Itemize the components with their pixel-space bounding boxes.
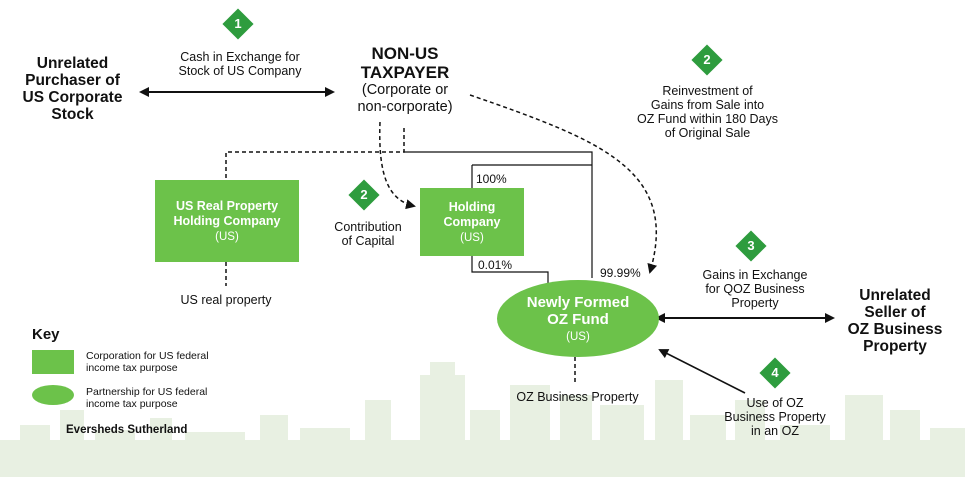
step-3-badge: 3 [735, 230, 767, 262]
taxpayer-subtitle: non-corporate) [357, 99, 453, 115]
cash-exchange-label: Cash in Exchange for Stock of US Company [160, 50, 320, 78]
us-real-property-holding-company: US Real Property Holding Company (US) [155, 180, 299, 262]
use-of-oz-arrow [658, 349, 746, 394]
box-subtitle: (US) [215, 230, 239, 243]
taxpayer-title: TAXPAYER [360, 63, 450, 82]
step-1-badge: 1 [222, 8, 254, 40]
label-line: Use of OZ [746, 396, 804, 410]
taxpayer-title: NON-US [371, 44, 439, 63]
oz-business-property-label: OZ Business Property [516, 390, 639, 404]
label-line: Stock of US Company [178, 64, 302, 78]
contribution-arrow [379, 121, 416, 210]
reinvestment-label: Reinvestment of Gains from Sale into OZ … [615, 84, 800, 140]
non-us-taxpayer: NON-US TAXPAYER (Corporate or non-corpor… [330, 44, 480, 116]
newly-formed-oz-fund: Newly Formed OZ Fund (US) [497, 280, 659, 357]
unrelated-seller: Unrelated Seller of OZ Business Property [830, 287, 960, 355]
key-partnership-swatch [32, 385, 74, 405]
key-line: Corporation for US federal [86, 350, 209, 362]
step-2-contribution-badge: 2 [348, 179, 380, 211]
label-line: in an OZ [751, 424, 799, 438]
label-line: Property [731, 296, 779, 310]
fund-subtitle: (US) [566, 330, 590, 343]
holding-company: Holding Company (US) [420, 188, 524, 256]
box-title: Holding Company [173, 213, 281, 228]
step-number: 2 [703, 52, 711, 67]
key-line: income tax purpose [86, 362, 178, 374]
contribution-label: Contribution of Capital [318, 220, 418, 248]
box-subtitle: (US) [460, 231, 484, 244]
box-title: US Real Property [175, 198, 279, 213]
purchaser-line: Purchaser of [25, 72, 120, 89]
label-line: Gains in Exchange [702, 268, 808, 282]
step-number: 3 [747, 238, 755, 253]
seller-line: Seller of [864, 304, 926, 321]
label-line: Cash in Exchange for [180, 50, 300, 64]
step-number: 4 [771, 365, 779, 380]
seller-line: Unrelated [859, 287, 931, 304]
label-line: OZ Fund within 180 Days [636, 112, 779, 126]
box-title: Company [443, 214, 501, 229]
brand-name: Eversheds Sutherland [66, 424, 188, 436]
seller-line: Property [863, 338, 927, 355]
fund-title: Newly Formed [526, 293, 630, 311]
key-corporation-label: Corporation for US federal income tax pu… [86, 350, 246, 374]
ownership-001-label: 0.01% [478, 258, 513, 272]
label-line: Gains from Sale into [650, 98, 765, 112]
us-real-property-label: US real property [180, 293, 272, 307]
key-corporation-swatch [32, 350, 74, 374]
unrelated-purchaser: Unrelated Purchaser of US Corporate Stoc… [5, 55, 140, 123]
key-title: Key [32, 326, 60, 343]
gains-exchange-label: Gains in Exchange for QOZ Business Prope… [680, 268, 830, 310]
ownership-100-label: 100% [476, 172, 507, 186]
reinvestment-arrow [469, 94, 658, 274]
ownership-9999-label: 99.99% [600, 266, 641, 280]
step-number: 1 [234, 16, 242, 31]
label-line: Business Property [724, 410, 826, 424]
step-4-badge: 4 [759, 357, 791, 389]
use-of-oz-label: Use of OZ Business Property in an OZ [700, 396, 850, 438]
label-line: for QOZ Business [705, 282, 805, 296]
fund-title: OZ Fund [547, 310, 609, 328]
purchaser-line: Unrelated [36, 55, 109, 72]
purchaser-line: US Corporate [22, 89, 123, 106]
step-2-badge: 2 [691, 44, 723, 76]
label-line: Reinvestment of [662, 84, 753, 98]
step-number: 2 [360, 187, 368, 202]
key-line: Partnership for US federal [86, 386, 208, 398]
key-partnership-label: Partnership for US federal income tax pu… [86, 386, 246, 410]
label-line: of Original Sale [664, 126, 751, 140]
taxpayer-subtitle: (Corporate or [361, 82, 449, 98]
key-line: income tax purpose [86, 398, 178, 410]
box-title: Holding [448, 199, 496, 214]
seller-line: OZ Business [847, 321, 943, 338]
purchaser-line: Stock [51, 106, 94, 123]
ownership-100-line [404, 151, 593, 278]
label-line: Contribution [334, 220, 402, 234]
ownership-001-line [471, 256, 549, 286]
real-property-ownership-line [225, 128, 405, 180]
label-line: of Capital [341, 234, 395, 248]
